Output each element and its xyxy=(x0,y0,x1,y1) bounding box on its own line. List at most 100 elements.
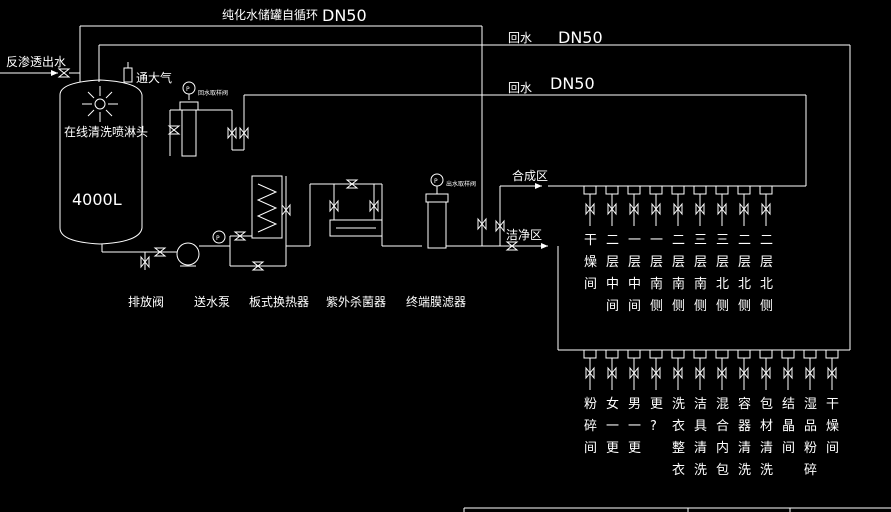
branch-label-char: 衣 xyxy=(672,462,685,478)
branch-label-char: 湿 xyxy=(804,397,817,412)
branch-label-char: 容 xyxy=(738,396,751,412)
lower-branch: 男一更 xyxy=(627,350,641,456)
branch-label-char: 合 xyxy=(716,419,729,434)
branch-label-char: 洁 xyxy=(694,397,707,412)
branch-label-char: 间 xyxy=(584,441,597,456)
branch-valve xyxy=(651,202,661,216)
branch-valve xyxy=(783,366,793,380)
branch-drop xyxy=(737,350,751,359)
branch-valve xyxy=(629,366,639,380)
branch-valve xyxy=(607,202,617,216)
gauge-3-label: P xyxy=(434,178,438,185)
branch-valve xyxy=(695,366,705,380)
branch-label-char: 间 xyxy=(584,277,597,292)
branch-drop xyxy=(671,350,685,359)
return2-dn: DN50 xyxy=(550,74,595,93)
branch-label-char: 三 xyxy=(694,233,707,248)
branch-label-char: 碎 xyxy=(804,463,817,478)
return1-dn: DN50 xyxy=(558,28,603,47)
pump-gauge-icon xyxy=(212,230,226,244)
branch-label-char: 女 xyxy=(606,396,619,412)
lower-branch: 粉碎间 xyxy=(583,350,597,456)
branch-label-char: 侧 xyxy=(672,299,685,314)
branch-label-char: 器 xyxy=(738,419,751,434)
branch-label-char: 二 xyxy=(606,233,619,248)
lower-branch: 结晶间 xyxy=(781,350,795,456)
branch-label-char: 清 xyxy=(694,441,707,456)
branch-label-char: 品 xyxy=(804,419,817,434)
branch-valve xyxy=(761,366,771,380)
branch-drop xyxy=(781,350,795,359)
branch-drop xyxy=(605,350,619,359)
pump-icon xyxy=(176,242,200,266)
branch-label-char: 晶 xyxy=(782,419,795,434)
synth-zone-label: 合成区 xyxy=(512,168,548,183)
branch-label-char: 侧 xyxy=(694,299,707,314)
branch-label-char: 混 xyxy=(716,397,729,412)
branch-label-char: 层 xyxy=(738,255,751,270)
branch-label-char: ? xyxy=(650,419,657,434)
branch-label-char: 中 xyxy=(606,277,619,292)
spray-ball-icon xyxy=(82,86,118,122)
gauge-1-label: P xyxy=(186,86,190,93)
branch-label-char: 间 xyxy=(782,441,795,456)
branch-label-char: 粉 xyxy=(804,441,817,456)
branch-label-char: 一 xyxy=(606,419,619,434)
outlet-sample-label: 出水取样阀 xyxy=(446,180,476,188)
self-circ-dn: DN50 xyxy=(322,6,367,25)
branch-label-char: 燥 xyxy=(826,419,839,434)
branch-valve xyxy=(607,366,617,380)
uv-label: 紫外杀菌器 xyxy=(326,294,386,309)
branch-label-char: 二 xyxy=(738,233,751,248)
branch-valve xyxy=(695,202,705,216)
branch-label-char: 间 xyxy=(628,299,641,314)
plate-heat-exchanger xyxy=(251,175,283,239)
branch-label-char: 层 xyxy=(650,255,663,270)
branch-drop xyxy=(693,186,707,195)
branch-label-char: 清 xyxy=(760,441,773,456)
branch-label-char: 包 xyxy=(760,397,773,412)
branch-label-char: 整 xyxy=(672,441,685,456)
branch-label-char: 男 xyxy=(628,397,641,412)
branch-drop xyxy=(627,350,641,359)
branch-label-char: 北 xyxy=(738,277,751,292)
branch-label-char: 中 xyxy=(628,277,641,292)
pressure-gauge-icon xyxy=(182,81,196,95)
branch-drop xyxy=(583,350,597,359)
branch-label-char: 侧 xyxy=(738,299,751,314)
hx-coil xyxy=(256,183,278,233)
branch-label-char: 三 xyxy=(716,233,729,248)
branch-label-char: 结 xyxy=(782,397,795,412)
branch-drop xyxy=(671,186,685,195)
branch-label-char: 层 xyxy=(606,255,619,270)
branch-valve xyxy=(585,202,595,216)
branch-label-char: 更 xyxy=(606,441,619,456)
heat-exchanger-label: 板式换热器 xyxy=(249,295,309,309)
branch-label-char: 衣 xyxy=(672,418,685,434)
terminal-filter-cap xyxy=(425,193,449,203)
branch-drop xyxy=(803,350,817,359)
branch-label-char: 碎 xyxy=(584,419,597,434)
branch-drop xyxy=(737,186,751,195)
branch-label-char: 洗 xyxy=(694,463,707,478)
branch-label-char: 一 xyxy=(650,233,663,248)
branch-label-char: 内 xyxy=(716,440,729,456)
lower-branches: 粉碎间女一更男一更更?洗衣整衣洁具清洗混合内包容器清洗包材清洗结晶间湿品粉碎干燥… xyxy=(583,350,839,478)
branch-valve xyxy=(651,366,661,380)
ro-inlet-label: 反渗透出水 xyxy=(6,54,66,69)
return-filter-cap xyxy=(179,101,199,111)
branch-label-char: 层 xyxy=(716,255,729,270)
vent-label: 通大气 xyxy=(136,70,172,85)
branch-drop xyxy=(715,186,729,195)
tank-volume: 4000L xyxy=(72,190,122,209)
